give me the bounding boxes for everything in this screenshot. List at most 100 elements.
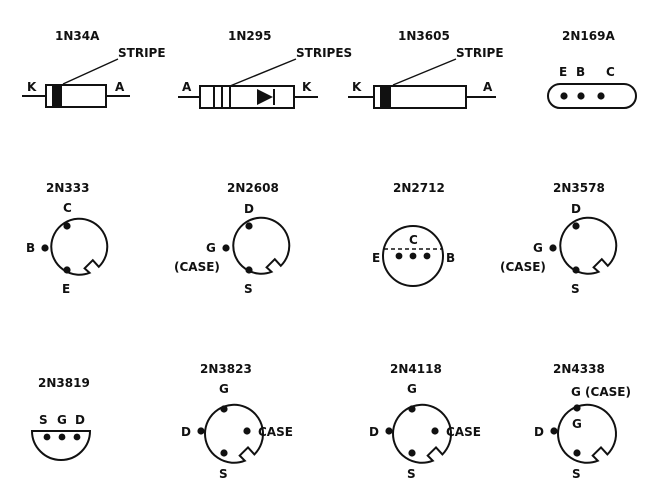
pin-dot-e-2n333 bbox=[63, 266, 71, 274]
pin-d-2n3823: D bbox=[181, 425, 191, 439]
diode-1n34a: 1N34A STRIPE K A bbox=[22, 29, 166, 108]
pin-dot-g-2n3819 bbox=[58, 433, 66, 441]
pin-dot-b-2n169a bbox=[577, 92, 585, 100]
body-2n333 bbox=[50, 217, 109, 276]
pin-case-2n2608: (CASE) bbox=[174, 260, 220, 274]
pin-k-1n295: K bbox=[302, 80, 312, 94]
body-2n3823 bbox=[204, 403, 264, 464]
pin-dot-s-2n4118 bbox=[408, 449, 416, 457]
pin-dot-b-2n333 bbox=[41, 244, 49, 252]
pin-s-2n4118: S bbox=[407, 467, 416, 481]
pin-s-2n3578: S bbox=[571, 282, 580, 296]
pin-dot-g-2n2608 bbox=[222, 244, 230, 252]
stripes-leader-1n295 bbox=[229, 58, 297, 87]
body-1n3605 bbox=[373, 85, 467, 109]
pin-dot-s-2n4338 bbox=[573, 449, 581, 457]
pin-dot-s-2n3578 bbox=[572, 266, 580, 274]
pin-dot-c-2n2712 bbox=[409, 252, 417, 260]
pin-dot-g-2n3823 bbox=[220, 405, 228, 413]
pin-s-2n3819: S bbox=[39, 413, 48, 427]
pin-g-2n3819: G bbox=[57, 413, 67, 427]
pin-dot-d-2n4118 bbox=[385, 427, 393, 435]
stripe-leader-1n34a bbox=[62, 58, 119, 85]
transistor-2n3819: 2N3819 S G D bbox=[30, 376, 92, 461]
pin-g-2n4118: G bbox=[407, 382, 417, 396]
pin-c-2n2712: C bbox=[409, 233, 418, 247]
title-2n2608: 2N2608 bbox=[227, 181, 279, 195]
pin-dot-s-2n3823 bbox=[220, 449, 228, 457]
body-2n4118 bbox=[392, 403, 452, 464]
pin-dot-case-2n4338 bbox=[573, 404, 581, 412]
stripe-label-1n34a: STRIPE bbox=[118, 46, 166, 60]
body-2n2608 bbox=[232, 216, 291, 275]
pin-g-2n3823: G bbox=[219, 382, 229, 396]
title-2n4118: 2N4118 bbox=[390, 362, 442, 376]
pin-k-1n3605: K bbox=[352, 80, 362, 94]
pin-dot-e-2n2712 bbox=[395, 252, 403, 260]
pin-a-1n34a: A bbox=[115, 80, 125, 94]
pin-d-2n2608: D bbox=[244, 202, 254, 216]
stripe-band-1n34a bbox=[52, 85, 62, 107]
pin-b-2n2712: B bbox=[446, 251, 455, 265]
pin-dot-d-2n3823 bbox=[197, 427, 205, 435]
stripe-leader-1n3605 bbox=[392, 58, 457, 86]
pin-k-1n34a: K bbox=[27, 80, 37, 94]
pin-case-2n4118: CASE bbox=[446, 425, 481, 439]
pin-g-2n4338: G bbox=[572, 417, 582, 431]
stripe-label-1n3605: STRIPE bbox=[456, 46, 504, 60]
transistor-2n2608: 2N2608 D G (CASE) S bbox=[174, 181, 291, 296]
pin-dot-c-2n169a bbox=[597, 92, 605, 100]
pin-dot-case-2n3823 bbox=[243, 427, 251, 435]
transistor-2n4118: 2N4118 G D CASE S bbox=[369, 362, 481, 481]
pin-dot-g-2n3578 bbox=[549, 244, 557, 252]
pin-e-2n333: E bbox=[62, 282, 70, 296]
diode-1n295: 1N295 STRIPES A K bbox=[178, 29, 352, 109]
pin-d-2n3578: D bbox=[571, 202, 581, 216]
title-2n333: 2N333 bbox=[46, 181, 89, 195]
pin-c-2n169a: C bbox=[606, 65, 615, 79]
pin-dot-case-2n4118 bbox=[431, 427, 439, 435]
pin-d-2n4118: D bbox=[369, 425, 379, 439]
pin-s-2n4338: S bbox=[572, 467, 581, 481]
pin-dot-c-2n333 bbox=[63, 222, 71, 230]
title-1n295: 1N295 bbox=[228, 29, 271, 43]
pin-a-1n295: A bbox=[182, 80, 192, 94]
body-2n3578 bbox=[559, 216, 618, 275]
pin-case-2n3578: (CASE) bbox=[500, 260, 546, 274]
body-2n4338 bbox=[557, 403, 617, 464]
title-2n3823: 2N3823 bbox=[200, 362, 252, 376]
diode-1n3605: 1N3605 STRIPE K A bbox=[348, 29, 504, 109]
pin-b-2n169a: B bbox=[576, 65, 585, 79]
transistor-2n2712: 2N2712 C E B bbox=[372, 181, 455, 287]
pin-b-2n333: B bbox=[26, 241, 35, 255]
pin-c-2n333: C bbox=[63, 201, 72, 215]
diode-arrow-1n295 bbox=[257, 89, 273, 105]
pin-dot-e-2n169a bbox=[560, 92, 568, 100]
pin-a-1n3605: A bbox=[483, 80, 493, 94]
pin-dot-g-2n4118 bbox=[408, 405, 416, 413]
title-2n169a: 2N169A bbox=[562, 29, 615, 43]
pin-case-2n3823: CASE bbox=[258, 425, 293, 439]
transistor-2n3578: 2N3578 D G (CASE) S bbox=[500, 181, 618, 296]
pin-dot-b-2n2712 bbox=[423, 252, 431, 260]
transistor-2n4338: 2N4338 G (CASE) G D S bbox=[534, 362, 631, 481]
pin-dot-s-2n3819 bbox=[43, 433, 51, 441]
pin-e-2n2712: E bbox=[372, 251, 380, 265]
pin-dot-s-2n2608 bbox=[245, 266, 253, 274]
pin-s-2n2608: S bbox=[244, 282, 253, 296]
stripe-band-1n3605 bbox=[380, 86, 391, 108]
pin-g-case-2n4338: G (CASE) bbox=[571, 385, 631, 399]
stripes-label-1n295: STRIPES bbox=[296, 46, 352, 60]
title-1n34a: 1N34A bbox=[55, 29, 100, 43]
pin-d-2n4338: D bbox=[534, 425, 544, 439]
title-2n4338: 2N4338 bbox=[553, 362, 605, 376]
pin-s-2n3823: S bbox=[219, 467, 228, 481]
transistor-2n333: 2N333 C B E bbox=[26, 181, 109, 296]
body-2n169a bbox=[547, 83, 637, 109]
pin-dot-d-2n3578 bbox=[572, 222, 580, 230]
title-1n3605: 1N3605 bbox=[398, 29, 450, 43]
pin-dot-d-2n4338 bbox=[550, 427, 558, 435]
title-2n2712: 2N2712 bbox=[393, 181, 445, 195]
